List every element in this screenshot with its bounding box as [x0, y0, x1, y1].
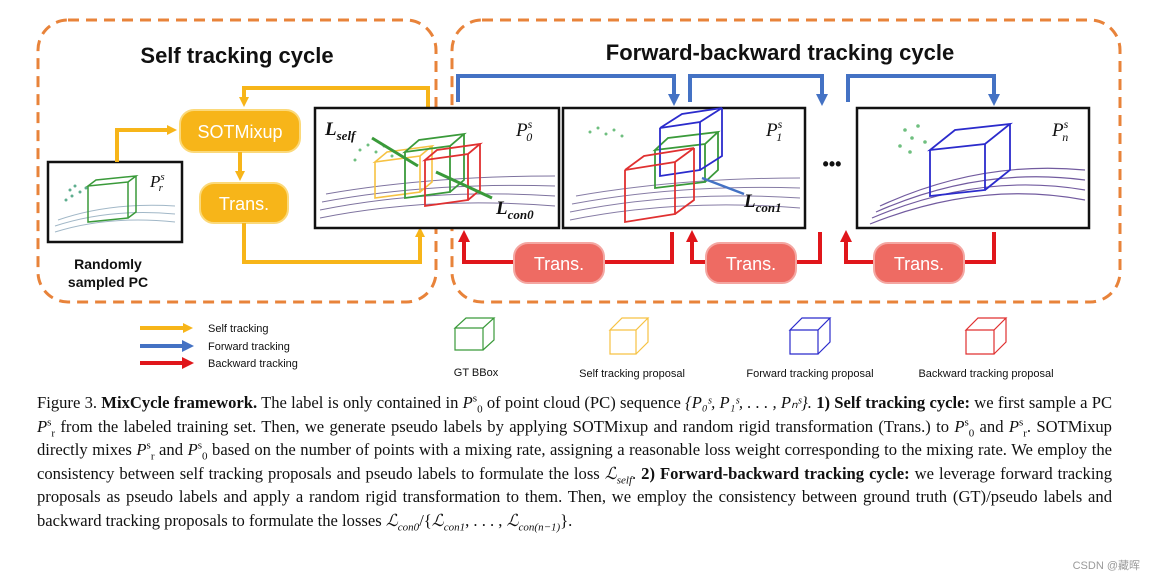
legend-self-tracking: Self tracking: [208, 323, 269, 335]
caption-sequence: {P₀ˢ, P₁ˢ, . . . , Pₙˢ}.: [685, 393, 812, 412]
backward-trans-label-2: Trans.: [726, 254, 776, 274]
figure-caption: Figure 3. MixCycle framework. The label …: [37, 392, 1113, 533]
legend-backward-proposal: Backward tracking proposal: [918, 317, 1054, 380]
caption-fig-label: Figure 3.: [37, 393, 98, 412]
yellow-arrow-p0-to-sotmixup: [239, 86, 430, 110]
yellow-arrow-trans-to-p0: [242, 223, 425, 264]
legend-gt-bbox: GT BBox: [453, 317, 499, 379]
loss-self-label: Lself: [324, 119, 357, 143]
legend-forward-tracking: Forward tracking: [208, 341, 290, 353]
yellow-arrow-pr-to-sotmixup: [115, 125, 177, 162]
backward-trans-box-2: [705, 242, 797, 284]
forward-arrow-prev-pn: [846, 74, 1000, 106]
p0-pc-image: [313, 106, 561, 230]
legend-backward-tracking: Backward tracking: [208, 358, 298, 370]
svg-text:Forward tracking proposal: Forward tracking proposal: [746, 368, 873, 380]
fb-cycle-title: Forward-backward tracking cycle: [606, 40, 954, 65]
legend-forward-proposal: Forward tracking proposal: [746, 317, 874, 380]
forward-arrow-p1-next: [688, 74, 828, 106]
p1-pc-image: [561, 106, 807, 230]
svg-text:GT BBox: GT BBox: [454, 367, 499, 379]
self-cycle-title: Self tracking cycle: [140, 43, 333, 68]
randomly-sampled-label-1: Randomly: [74, 256, 142, 272]
loss-con0-label: Lcon0: [495, 198, 534, 222]
sotmixup-label: SOTMixup: [197, 122, 282, 142]
mixcycle-framework-figure: Self tracking cycle Forward-backward tra…: [36, 18, 1122, 380]
loss-con1-label: Lcon1: [743, 191, 782, 215]
legend-arrows: Self tracking Forward tracking Backward …: [140, 323, 298, 370]
legend-self-proposal: Self tracking proposal: [579, 317, 685, 380]
caption-part2-title: 2) Forward-backward tracking cycle:: [641, 463, 910, 483]
backward-trans-label-1: Trans.: [534, 254, 584, 274]
svg-text:Self tracking proposal: Self tracking proposal: [579, 368, 685, 380]
ellipsis-dots: •••: [823, 154, 842, 174]
self-trans-label: Trans.: [219, 194, 269, 214]
svg-text:Backward tracking proposal: Backward tracking proposal: [918, 368, 1053, 380]
backward-trans-box-1: [513, 242, 605, 284]
pn-pc-image: [855, 106, 1091, 230]
fb-cycle-frame: [450, 18, 1122, 304]
csdn-watermark: CSDN @藏晖: [1072, 560, 1140, 572]
caption-part1-title: 1) Self tracking cycle:: [816, 393, 970, 412]
backward-trans-box-3: [873, 242, 965, 284]
backward-trans-label-3: Trans.: [894, 254, 944, 274]
forward-arrow-p0-p1: [456, 74, 680, 106]
randomly-sampled-label-2: sampled PC: [68, 274, 148, 290]
caption-fig-title: MixCycle framework.: [101, 393, 258, 412]
